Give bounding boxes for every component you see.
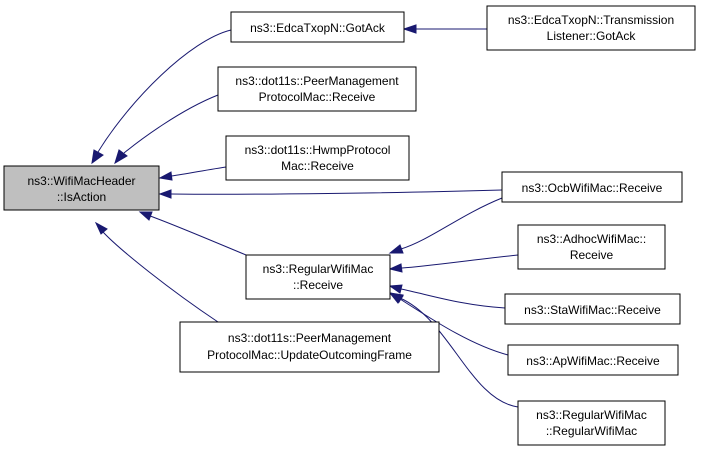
node-wifimacheader-isaction[interactable]: ns3::WifiMacHeader ::IsAction bbox=[3, 165, 160, 211]
node-label-line-1: ns3::EdcaTxopN::Transmission bbox=[508, 13, 674, 27]
node-label-line-1: ns3::RegularWifiMac bbox=[536, 408, 647, 422]
edge-regular-receive-to-root bbox=[138, 211, 247, 256]
node-label-line-2: Listener::GotAck bbox=[547, 29, 637, 43]
edge-edca-tl-gotack-to-edca-gotack bbox=[402, 24, 487, 34]
edge-regular-ctor-to-regular-receive bbox=[388, 292, 519, 408]
node-label-line-2: ProtocolMac::UpdateOutcomingFrame bbox=[207, 348, 412, 362]
node-label-line-2: ::Receive bbox=[293, 278, 343, 292]
edge-hwmp-receive-to-root bbox=[158, 166, 227, 181]
node-label-line-1: ns3::WifiMacHeader bbox=[27, 174, 135, 188]
node-label-line-2: ProtocolMac::Receive bbox=[259, 90, 376, 104]
node-label-line-2: ::IsAction bbox=[57, 190, 106, 204]
edge-ocb-receive-to-regular-receive bbox=[388, 197, 503, 254]
node-label-line-1: ns3::StaWifiMac::Receive bbox=[524, 303, 661, 317]
node-label-line-1: ns3::dot11s::PeerManagement bbox=[235, 74, 399, 88]
node-hwmpprotocolmac-receive[interactable]: ns3::dot11s::HwmpProtocol Mac::Receive bbox=[225, 135, 410, 181]
node-label-line-1: ns3::AdhocWifiMac:: bbox=[537, 232, 646, 246]
node-label-line-1: ns3::dot11s::PeerManagement bbox=[228, 331, 392, 345]
node-edcatxopn-transmissionlistener-gotack[interactable]: ns3::EdcaTxopN::Transmission Listener::G… bbox=[486, 5, 696, 51]
node-ocbwifimac-receive[interactable]: ns3::OcbWifiMac::Receive bbox=[501, 171, 683, 203]
node-label-line-1: ns3::OcbWifiMac::Receive bbox=[522, 181, 663, 195]
node-adhocwifimac-receive[interactable]: ns3::AdhocWifiMac:: Receive bbox=[517, 224, 666, 270]
node-peermanagementprotocolmac-receive[interactable]: ns3::dot11s::PeerManagement ProtocolMac:… bbox=[217, 66, 417, 112]
node-label-line-2: Receive bbox=[570, 248, 614, 262]
edge-sta-receive-to-regular-receive bbox=[388, 284, 506, 309]
node-edcatxopn-gotack[interactable]: ns3::EdcaTxopN::GotAck bbox=[230, 11, 405, 43]
node-regularwifimac-regularwifimac[interactable]: ns3::RegularWifiMac ::RegularWifiMac bbox=[517, 400, 666, 446]
edge-peer-receive-to-root bbox=[114, 94, 219, 165]
node-label-line-1: ns3::EdcaTxopN::GotAck bbox=[250, 21, 386, 35]
node-label-line-2: ::RegularWifiMac bbox=[546, 424, 637, 438]
node-peermanagementprotocolmac-updateoutcomingframe[interactable]: ns3::dot11s::PeerManagement ProtocolMac:… bbox=[179, 321, 440, 373]
edge-edca-gotack-to-root bbox=[91, 29, 232, 165]
node-apwifimac-receive[interactable]: ns3::ApWifiMac::Receive bbox=[507, 344, 679, 376]
edge-peer-update-to-root bbox=[94, 221, 219, 323]
node-stawifimac-receive[interactable]: ns3::StaWifiMac::Receive bbox=[504, 293, 681, 325]
edge-ocb-receive-to-root bbox=[158, 189, 503, 199]
node-label-line-1: ns3::dot11s::HwmpProtocol bbox=[245, 143, 391, 157]
node-label-line-1: ns3::RegularWifiMac bbox=[263, 262, 374, 276]
node-label-line-2: Mac::Receive bbox=[281, 159, 354, 173]
node-regularwifimac-receive[interactable]: ns3::RegularWifiMac ::Receive bbox=[245, 254, 391, 300]
node-label-line-1: ns3::ApWifiMac::Receive bbox=[526, 354, 660, 368]
edges bbox=[91, 24, 519, 408]
edge-adhoc-receive-to-regular-receive bbox=[388, 254, 519, 273]
